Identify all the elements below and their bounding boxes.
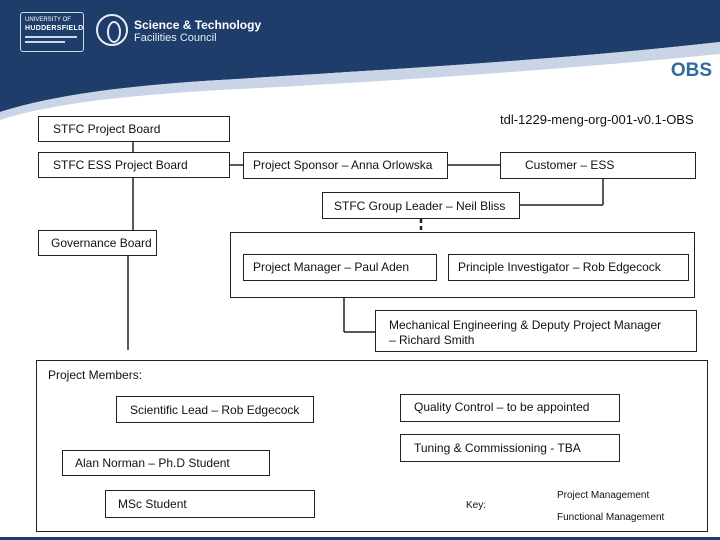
group-leader-box [322,192,520,219]
stfc-name-line2: Facilities Council [134,32,217,44]
stfc-ess-project-board-label: STFC ESS Project Board [53,158,188,172]
project-members-label: Project Members: [48,368,143,382]
key-label: Key: [466,500,487,511]
project-sponsor-box [243,152,448,179]
mechanical-engineering-label-line1: Mechanical Engineering & Deputy Project … [389,318,662,332]
stfc-project-board-label: STFC Project Board [53,122,161,136]
scientific-lead-box [116,396,314,423]
project-sponsor-label: Project Sponsor – Anna Orlowska [253,158,433,172]
principal-investigator-box [448,254,689,281]
customer-box [500,152,696,179]
page-title: OBS [670,60,712,81]
stfc-logo-icon [96,14,128,46]
customer-label: Customer – ESS [525,158,615,172]
principal-investigator-label: Principle Investigator – Rob Edgecock [458,260,661,274]
project-manager-label: Project Manager – Paul Aden [253,260,410,274]
governance-board-label: Governance Board [51,236,152,250]
phd-student-box [62,450,270,476]
scientific-lead-label: Scientific Lead – Rob Edgecock [130,403,300,417]
group-leader-label: STFC Group Leader – Neil Bliss [334,199,506,213]
stfc-project-board-box [38,116,230,142]
project-manager-box [243,254,437,281]
quality-control-label: Quality Control – to be appointed [414,400,590,414]
key-solid-label: Project Management [557,490,650,501]
msc-student-label: MSc Student [118,497,187,511]
university-name-line1: UNIVERSITY OF [25,17,71,23]
stfc-ess-project-board-box [38,152,230,178]
governance-board-box [38,230,157,256]
bottom-rule [0,537,720,540]
header-band [0,0,720,120]
university-logo: UNIVERSITY OF HUDDERSFIELD [20,12,84,52]
phd-student-label: Alan Norman – Ph.D Student [75,456,230,470]
mechanical-engineering-box [375,310,697,352]
mechanical-engineering-label-line2: – Richard Smith [389,333,475,347]
msc-student-box [105,490,315,518]
university-name-line2: HUDDERSFIELD [25,25,84,32]
tuning-commissioning-label: Tuning & Commissioning - TBA [414,441,581,455]
key-dashed-label: Functional Management [557,512,665,523]
document-id: tdl-1229-meng-org-001-v0.1-OBS [500,112,694,127]
stfc-name-line1: Science & Technology [134,18,262,32]
tuning-commissioning-box [400,434,620,462]
quality-control-box [400,394,620,422]
